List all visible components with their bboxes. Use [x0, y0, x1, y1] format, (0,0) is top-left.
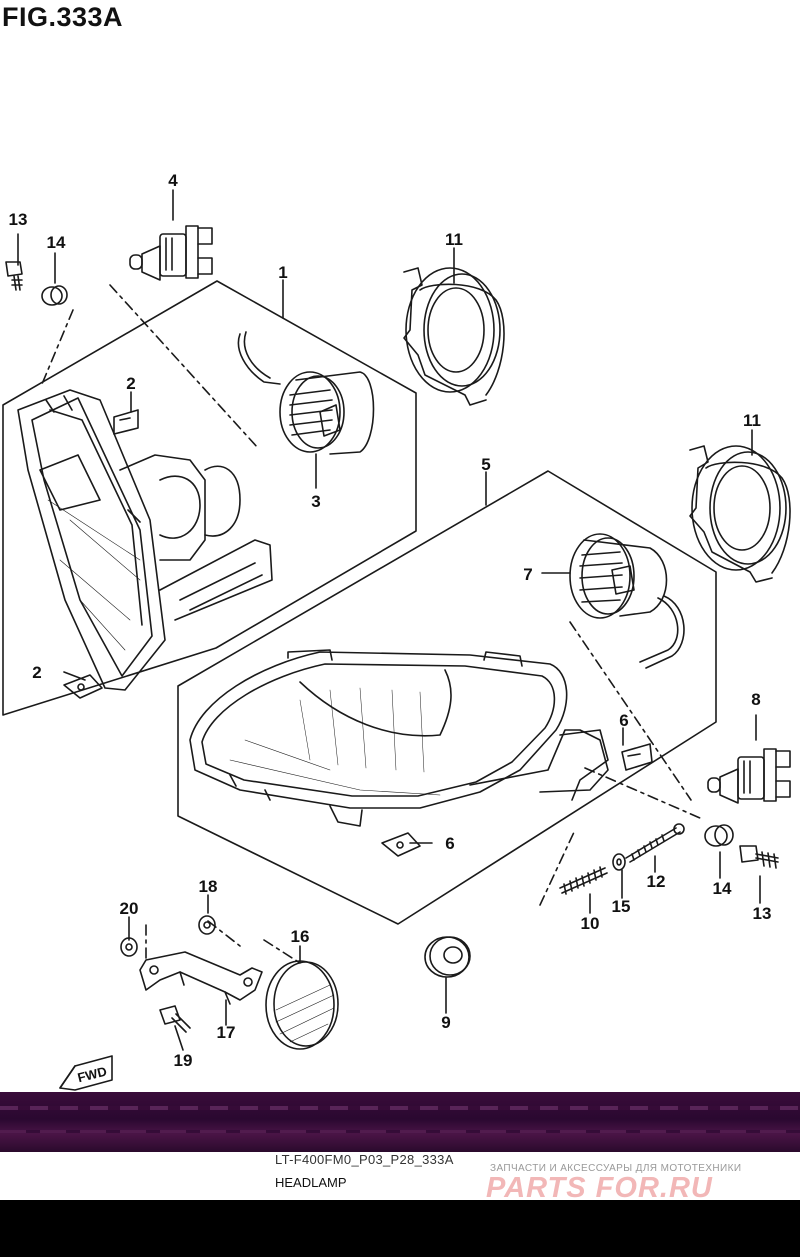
leader-lines [17, 189, 761, 1051]
spring-part-10 [559, 866, 608, 895]
reflector-part-16 [265, 960, 339, 1050]
screw-part-13-right [739, 845, 779, 869]
seal-ring-part-9 [424, 936, 471, 978]
screw-part-13-top [5, 261, 23, 291]
callout-13-right: 13 [753, 904, 772, 923]
callout-20: 20 [120, 899, 139, 918]
section-name: HEADLAMP [275, 1175, 347, 1190]
adjusting-screw-part-12 [625, 823, 685, 863]
callout-11-top: 11 [445, 230, 463, 249]
callout-8: 8 [751, 690, 760, 709]
callout-6-lower: 6 [445, 834, 454, 853]
clip-part-2-lower [63, 674, 103, 699]
retainer-ring-part-11-right [689, 445, 791, 583]
clip-part-6-lower [381, 832, 421, 857]
callout-4: 4 [168, 171, 178, 190]
headlamp-housing-part-1 [17, 389, 273, 691]
callout-19: 19 [174, 1051, 193, 1070]
bottom-bar [0, 1200, 800, 1257]
watermark-logo: PARTS FOR.RU [486, 1172, 713, 1204]
figure-title: FIG.333A [2, 2, 124, 32]
socket-part-7 [569, 533, 685, 669]
callout-14-top: 14 [47, 233, 66, 252]
model-code: LT-F400FM0_P03_P28_333A [275, 1152, 454, 1167]
callout-2-upper: 2 [126, 374, 135, 393]
callout-7: 7 [523, 565, 532, 584]
callout-12: 12 [647, 872, 666, 891]
callout-18: 18 [199, 877, 218, 896]
retainer-ring-part-11-top [403, 267, 505, 406]
clip-part-6-upper [621, 743, 653, 771]
callout-9: 9 [441, 1013, 450, 1032]
callout-3: 3 [311, 492, 320, 511]
clip-part-2-upper [113, 409, 139, 435]
socket-part-3 [237, 331, 375, 455]
callout-5: 5 [481, 455, 490, 474]
callout-2-lower: 2 [32, 663, 41, 682]
assembly-frame-left [2, 280, 417, 716]
bracket-part-17 [139, 951, 263, 1005]
nut-part-18 [198, 915, 216, 935]
headlamp-housing-part-5 [189, 649, 609, 827]
fwd-label: FWD [76, 1064, 108, 1086]
callout-6-upper: 6 [619, 711, 628, 730]
nut-part-20 [120, 937, 138, 957]
callout-13-top: 13 [9, 210, 28, 229]
callout-14-right: 14 [713, 879, 732, 898]
grommet-part-14-top [41, 285, 68, 306]
grommet-part-14-right [704, 824, 734, 847]
callout-10: 10 [581, 914, 600, 933]
callout-15: 15 [612, 897, 631, 916]
fwd-arrow-icon [59, 1055, 113, 1091]
washer-part-15 [612, 853, 626, 871]
callout-17: 17 [217, 1023, 236, 1042]
watermark-subtitle: ЗАПЧАСТИ И АКСЕССУАРЫ ДЛЯ МОТОТЕХНИКИ [490, 1163, 742, 1174]
dashed-guides [41, 284, 701, 964]
bolt-part-19 [159, 1005, 191, 1033]
decorative-band [0, 1092, 800, 1152]
bulb-part-4 [129, 225, 213, 281]
callout-16: 16 [291, 927, 310, 946]
assembly-frame-right [177, 470, 717, 925]
bulb-part-8 [707, 748, 791, 804]
callout-1: 1 [278, 263, 287, 282]
callout-11-right: 11 [743, 411, 761, 430]
